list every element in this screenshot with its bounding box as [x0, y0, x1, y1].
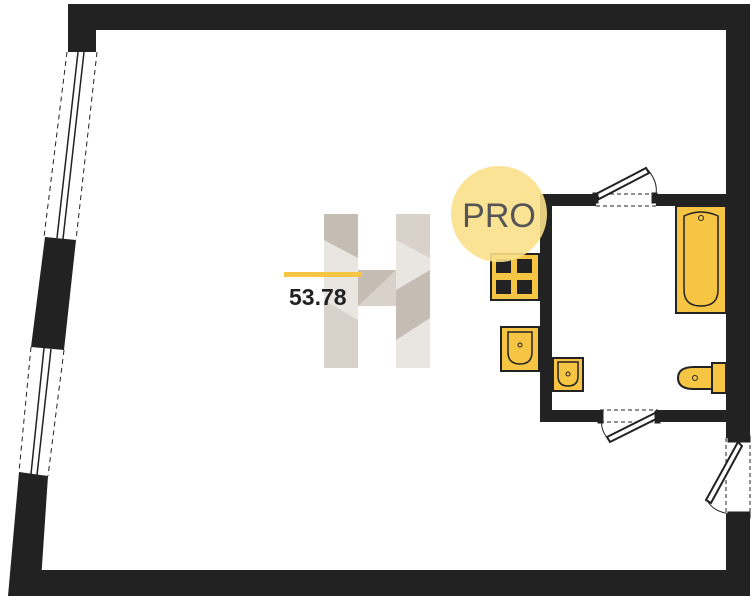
stove-burner	[517, 259, 532, 273]
entrance-door	[704, 435, 751, 519]
bathroom-bottom-door	[597, 409, 661, 444]
area-underline	[284, 272, 362, 277]
stove-burner	[496, 259, 511, 273]
bath-wall-left	[540, 194, 552, 422]
window-upper-glass-a	[56, 51, 79, 239]
pro-badge: PRO	[451, 166, 547, 262]
area-label: 53.78	[289, 284, 347, 310]
window-lower-glass-a	[30, 347, 45, 475]
window-lower	[18, 346, 65, 477]
watermark-left-facet-bottom	[324, 300, 358, 368]
wall-left-lower	[8, 472, 48, 596]
bath-wall-bottom-left	[540, 410, 600, 422]
window-lower-glass-b	[36, 348, 52, 476]
entrance-jamb-top	[727, 435, 751, 443]
top-door-jamb-right	[651, 192, 658, 204]
pro-badge-label: PRO	[462, 197, 536, 235]
window-upper-outer	[43, 51, 68, 238]
bottom-door-jamb-left	[597, 410, 604, 424]
stove-burner	[517, 280, 532, 294]
kitchen-sink-basin	[507, 331, 533, 365]
toilet-flush	[692, 375, 698, 381]
wall-top	[68, 4, 750, 52]
watermark-right-facet-mid	[396, 270, 430, 340]
window-upper-inner	[75, 51, 98, 241]
pro-badge-circle	[451, 166, 547, 262]
wall-right-upper	[726, 30, 750, 438]
bath-wall-top-left	[540, 194, 596, 206]
bathtub-icon	[675, 205, 727, 314]
window-lower-outer	[18, 346, 32, 473]
bath-sink-drain	[565, 371, 571, 377]
wall-bottom	[36, 570, 750, 596]
bathtub-drain	[698, 215, 704, 221]
kitchen-sink-drain	[517, 342, 523, 348]
wall-right-lower	[726, 514, 750, 570]
bathtub-basin	[683, 211, 719, 307]
top-door-swing	[647, 169, 657, 195]
bathroom-top-door	[592, 166, 658, 207]
h-logo-icon	[324, 214, 430, 368]
window-upper-glass-b	[62, 51, 85, 240]
kitchen-sink-icon	[500, 326, 540, 372]
bathroom-walls	[540, 194, 728, 422]
wall-left-pier	[31, 237, 76, 350]
watermark-left-facet-top	[324, 214, 358, 258]
entrance-jamb-bottom	[727, 511, 751, 519]
bottom-door-leaf	[605, 411, 660, 444]
toilet-tank	[711, 362, 727, 394]
bath-sink-icon	[552, 357, 584, 392]
bottom-door-jamb-right	[654, 410, 661, 424]
window-upper	[43, 51, 98, 241]
window-lower-inner	[47, 349, 65, 477]
top-door-jamb-left	[592, 192, 599, 204]
outer-walls	[8, 4, 750, 596]
toilet-icon	[676, 362, 727, 394]
watermark-crossbar-facet	[358, 270, 396, 306]
stove-burner	[496, 280, 511, 294]
bath-wall-top-right	[656, 194, 728, 206]
area-label-group: 53.78	[284, 272, 362, 310]
watermark-right-facet-top	[396, 214, 430, 258]
bath-wall-bottom-right	[658, 410, 728, 422]
entrance-door-leaf	[704, 440, 744, 505]
